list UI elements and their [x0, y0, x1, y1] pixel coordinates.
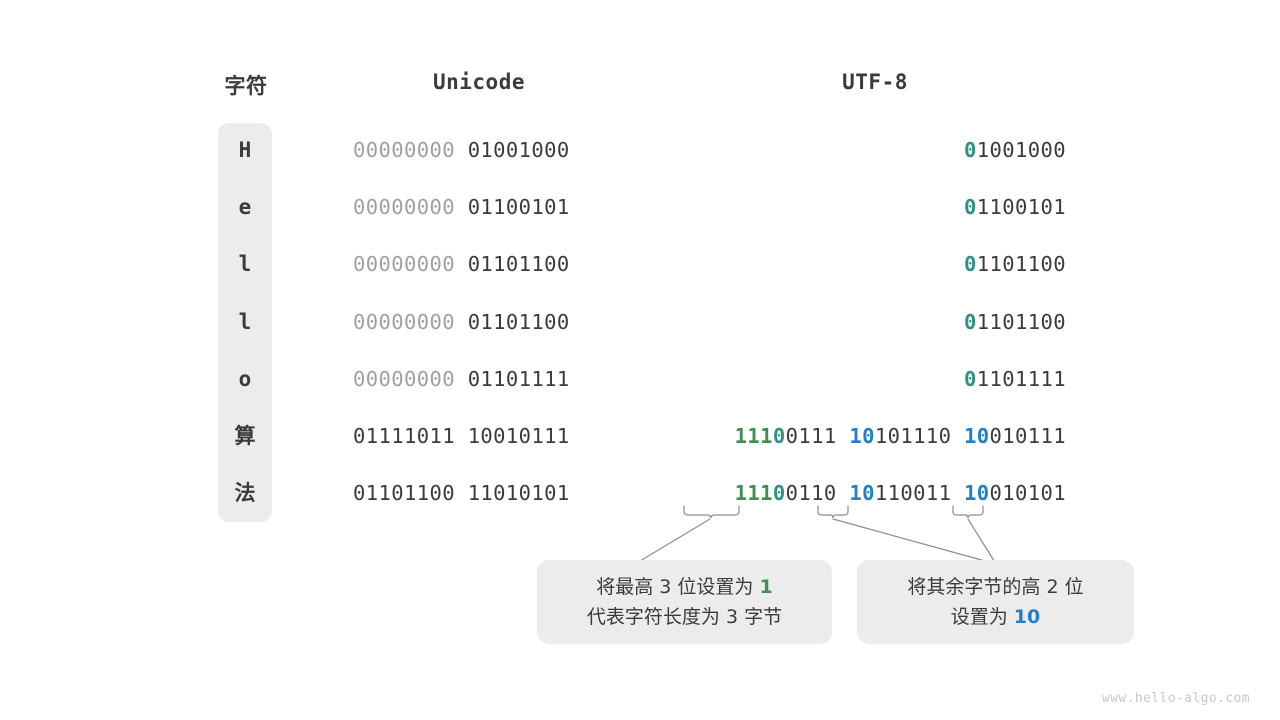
unicode-cell: 00000000 01101100 [353, 252, 605, 276]
unicode-cell: 00000000 01100101 [353, 195, 605, 219]
utf8-bits-dark: 1101111 [976, 366, 1066, 391]
unicode-byte-gap [455, 310, 468, 334]
unicode-low-byte: 01101100 [467, 309, 570, 334]
utf8-bits-teal: 0 [772, 424, 786, 448]
brace-continuation-byte-1 [817, 505, 849, 519]
brace-continuation-byte-2 [952, 505, 984, 519]
callout-right-highlight: 10 [1013, 606, 1041, 628]
utf8-bits-dark: 101110 [874, 424, 965, 448]
utf8-bits-blue: 10 [849, 424, 875, 448]
unicode-low-byte: 01100101 [467, 195, 570, 220]
column-header-unicode: Unicode [432, 70, 525, 94]
character-cell: 法 [234, 481, 256, 506]
utf8-bits-dark: 010101 [989, 481, 1066, 506]
watermark: www.hello-algo.com [1101, 691, 1250, 706]
unicode-cell: 00000000 01101111 [353, 367, 605, 391]
callout-left-line-1: 将最高 3 位设置为 1 [596, 572, 772, 602]
utf8-bits-teal: 0 [964, 138, 977, 162]
unicode-high-byte: 00000000 [353, 252, 455, 277]
utf8-bits-dark: 0111 [785, 424, 850, 448]
utf8-bits-teal: 0 [772, 481, 786, 506]
utf8-cell: 01101111 [964, 367, 1066, 391]
unicode-low-byte: 01001000 [467, 138, 570, 162]
unicode-high-byte: 00000000 [353, 138, 455, 162]
unicode-cell: 00000000 01001000 [353, 138, 605, 162]
callout-continuation-byte: 将其余字节的高 2 位 设置为 10 [857, 560, 1134, 644]
character-column-panel [218, 123, 272, 522]
unicode-low-byte: 01101111 [467, 366, 570, 391]
character-cell: l [238, 309, 252, 334]
unicode-byte-gap [455, 195, 468, 219]
utf8-cell: 11100111 10101110 10010111 [735, 424, 1066, 448]
character-cell: e [238, 195, 252, 220]
unicode-byte-gap [455, 367, 468, 391]
callout-right-line-1: 将其余字节的高 2 位 [907, 576, 1084, 598]
utf8-bits-green: 111 [734, 481, 773, 506]
unicode-high-byte: 01111011 [353, 424, 455, 448]
unicode-low-byte: 01101100 [467, 252, 570, 277]
utf8-cell: 01101100 [964, 310, 1066, 334]
unicode-byte-gap [455, 138, 468, 162]
utf8-bits-teal: 0 [964, 195, 977, 220]
utf8-cell: 01100101 [964, 195, 1066, 219]
character-cell: 算 [234, 424, 256, 448]
brace-lead-byte [683, 505, 740, 519]
utf8-cell: 11100110 10110011 10010101 [735, 481, 1066, 505]
utf8-bits-blue: 10 [964, 424, 990, 448]
callout-left-line-2: 代表字符长度为 3 字节 [586, 606, 783, 628]
unicode-cell: 01101100 11010101 [353, 481, 605, 505]
column-header-utf8: UTF-8 [842, 70, 908, 94]
column-header-character: 字符 [224, 74, 268, 98]
callout-right-line-2: 设置为 10 [951, 602, 1041, 632]
utf8-bits-dark: 1101100 [976, 309, 1066, 334]
unicode-cell: 00000000 01101100 [353, 310, 605, 334]
utf8-cell: 01001000 [964, 138, 1066, 162]
utf8-bits-blue: 10 [964, 481, 990, 506]
utf8-bits-green: 111 [734, 424, 773, 448]
callout-right-line-2-text: 设置为 [950, 606, 1014, 628]
unicode-high-byte: 00000000 [353, 366, 455, 391]
unicode-byte-gap [455, 424, 468, 448]
utf8-bits-dark: 010111 [989, 424, 1066, 448]
callout-lead-byte: 将最高 3 位设置为 1 代表字符长度为 3 字节 [537, 560, 832, 644]
character-cell: H [238, 138, 252, 162]
utf8-bits-dark: 1100101 [976, 195, 1066, 220]
unicode-high-byte: 00000000 [353, 309, 455, 334]
leader-line-middle [832, 518, 997, 565]
utf8-bits-dark: 1001000 [976, 138, 1066, 162]
character-cell: l [238, 252, 252, 277]
character-cell: o [238, 366, 252, 391]
unicode-high-byte: 00000000 [353, 195, 455, 220]
callout-left-line-1-text: 将最高 3 位设置为 [596, 576, 760, 598]
utf8-bits-dark: 1101100 [976, 252, 1066, 277]
unicode-cell: 01111011 10010111 [353, 424, 605, 448]
callout-left-highlight: 1 [759, 576, 773, 598]
utf8-bits-teal: 0 [964, 309, 977, 334]
utf8-cell: 01101100 [964, 252, 1066, 276]
utf8-bits-blue: 10 [849, 481, 875, 506]
leader-line-left [639, 518, 711, 562]
utf8-bits-dark: 110011 [874, 481, 965, 506]
unicode-low-byte: 10010111 [467, 424, 570, 448]
utf8-bits-dark: 0110 [785, 481, 850, 506]
utf8-bits-teal: 0 [964, 366, 977, 391]
leader-line-right [967, 518, 997, 565]
unicode-high-byte: 01101100 [353, 481, 455, 506]
unicode-byte-gap [455, 481, 468, 505]
unicode-byte-gap [455, 252, 468, 276]
unicode-low-byte: 11010101 [467, 481, 570, 506]
utf8-bits-teal: 0 [964, 252, 977, 277]
